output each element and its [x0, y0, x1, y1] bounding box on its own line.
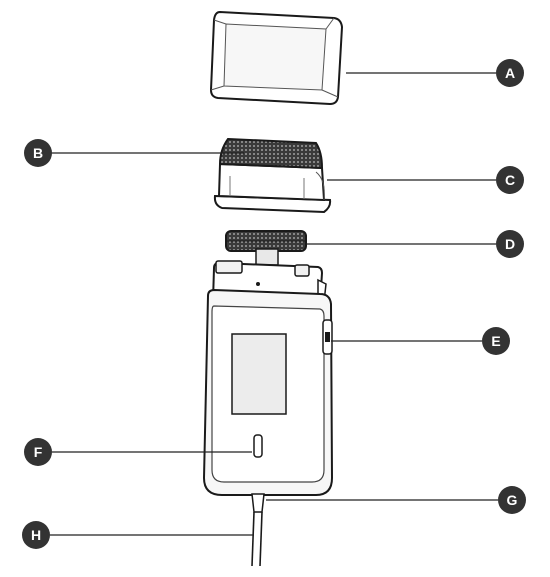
- display-window: [231, 333, 287, 415]
- indicator-light: [253, 434, 263, 458]
- cable-strain-relief: [251, 493, 265, 513]
- svg-text:H: H: [31, 527, 41, 543]
- svg-text:F: F: [34, 444, 43, 460]
- svg-text:G: G: [507, 492, 518, 508]
- foil-mesh: [218, 137, 324, 170]
- svg-text:D: D: [505, 236, 515, 252]
- svg-text:A: A: [505, 65, 515, 81]
- shaver-body: [202, 288, 334, 496]
- callout-F: F: [24, 438, 52, 466]
- protective-cap: [209, 10, 344, 106]
- svg-text:C: C: [505, 172, 515, 188]
- callout-D: D: [496, 230, 524, 258]
- callout-C: C: [496, 166, 524, 194]
- callout-A: A: [496, 59, 524, 87]
- svg-text:E: E: [491, 333, 500, 349]
- callout-G: G: [498, 486, 526, 514]
- callout-E: E: [482, 327, 510, 355]
- leader-lines: [50, 72, 498, 536]
- callout-B: B: [24, 139, 52, 167]
- svg-text:B: B: [33, 145, 43, 161]
- foil-head: [213, 137, 332, 214]
- callout-H: H: [22, 521, 50, 549]
- charging-cable: [251, 493, 265, 567]
- cutter-blade: [225, 230, 307, 252]
